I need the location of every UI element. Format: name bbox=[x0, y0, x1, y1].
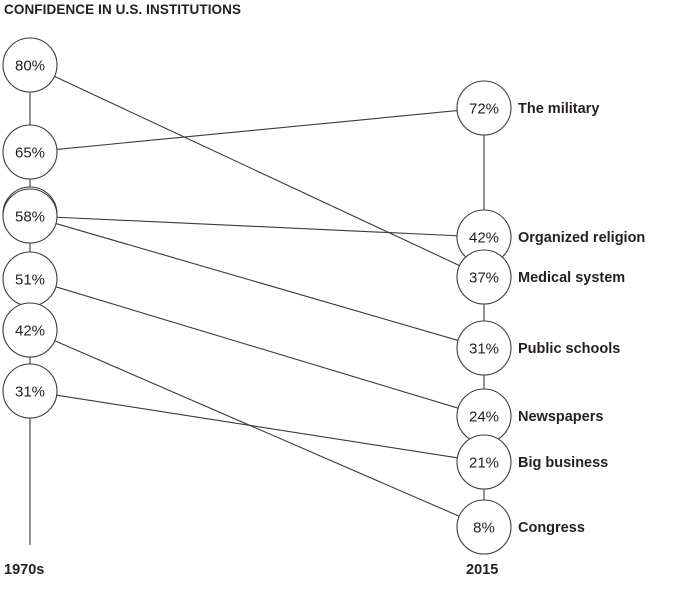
page-title: CONFIDENCE IN U.S. INSTITUTIONS bbox=[4, 2, 242, 17]
value-node-label-right-42: 42% bbox=[469, 230, 499, 247]
value-node-label-left-42: 42% bbox=[15, 323, 45, 340]
series-label-public-schools: Public schools bbox=[518, 341, 620, 357]
slope-line-newspapers bbox=[55, 286, 459, 409]
axis-label-right: 2015 bbox=[466, 562, 498, 578]
slope-line-public-schools bbox=[55, 223, 459, 341]
value-node-circle-right-21[interactable] bbox=[456, 434, 512, 490]
axis-label-left: 1970s bbox=[4, 562, 44, 578]
value-node-circle-left-80[interactable] bbox=[2, 37, 58, 93]
axis-stub-layer bbox=[29, 92, 485, 545]
value-node-label-left-80: 80% bbox=[15, 58, 45, 75]
series-label-congress: Congress bbox=[518, 520, 585, 536]
value-node-label-right-31: 31% bbox=[469, 341, 499, 358]
value-node-label-left-58: 58% bbox=[15, 209, 45, 226]
slope-line-the-military bbox=[56, 110, 458, 150]
value-node-circle-left-31[interactable] bbox=[2, 363, 58, 419]
value-node-circle-left-58[interactable] bbox=[2, 188, 58, 244]
slope-line-organized-religion bbox=[56, 216, 458, 237]
series-label-the-military: The military bbox=[518, 101, 599, 117]
value-node-label-right-37: 37% bbox=[469, 270, 499, 287]
value-node-label-right-8: 8% bbox=[473, 520, 495, 537]
value-node-circle-right-31[interactable] bbox=[456, 320, 512, 376]
value-nodes-layer: 80% 65% 58% 51% 42% 31% 72% 42% 37% 31% 24% 21% 8% bbox=[2, 37, 512, 555]
value-node-circle-right-8[interactable] bbox=[456, 499, 512, 555]
slope-line-medical-system bbox=[54, 75, 460, 267]
value-node-label-left-31: 31% bbox=[15, 384, 45, 401]
slope-line-congress bbox=[54, 340, 460, 517]
value-node-circle-right-37[interactable] bbox=[456, 249, 512, 305]
series-label-newspapers: Newspapers bbox=[518, 409, 603, 425]
value-node-label-left-65: 65% bbox=[15, 145, 45, 162]
slope-lines-layer bbox=[54, 75, 460, 517]
value-node-label-right-21: 21% bbox=[469, 455, 499, 472]
value-node-circle-left-42[interactable] bbox=[2, 302, 58, 358]
value-node-circle-left-65[interactable] bbox=[2, 124, 58, 180]
series-label-medical-system: Medical system bbox=[518, 270, 625, 286]
value-node-label-left-51: 51% bbox=[15, 272, 45, 289]
value-node-label-right-72: 72% bbox=[469, 101, 499, 118]
value-node-label-right-24: 24% bbox=[469, 409, 499, 426]
slope-line-big-business bbox=[56, 394, 458, 459]
series-label-organized-religion: Organized religion bbox=[518, 230, 645, 246]
axis-labels-layer: 1970s 2015 bbox=[4, 562, 498, 578]
series-label-big-business: Big business bbox=[518, 455, 608, 471]
value-node-circle-right-72[interactable] bbox=[456, 80, 512, 136]
